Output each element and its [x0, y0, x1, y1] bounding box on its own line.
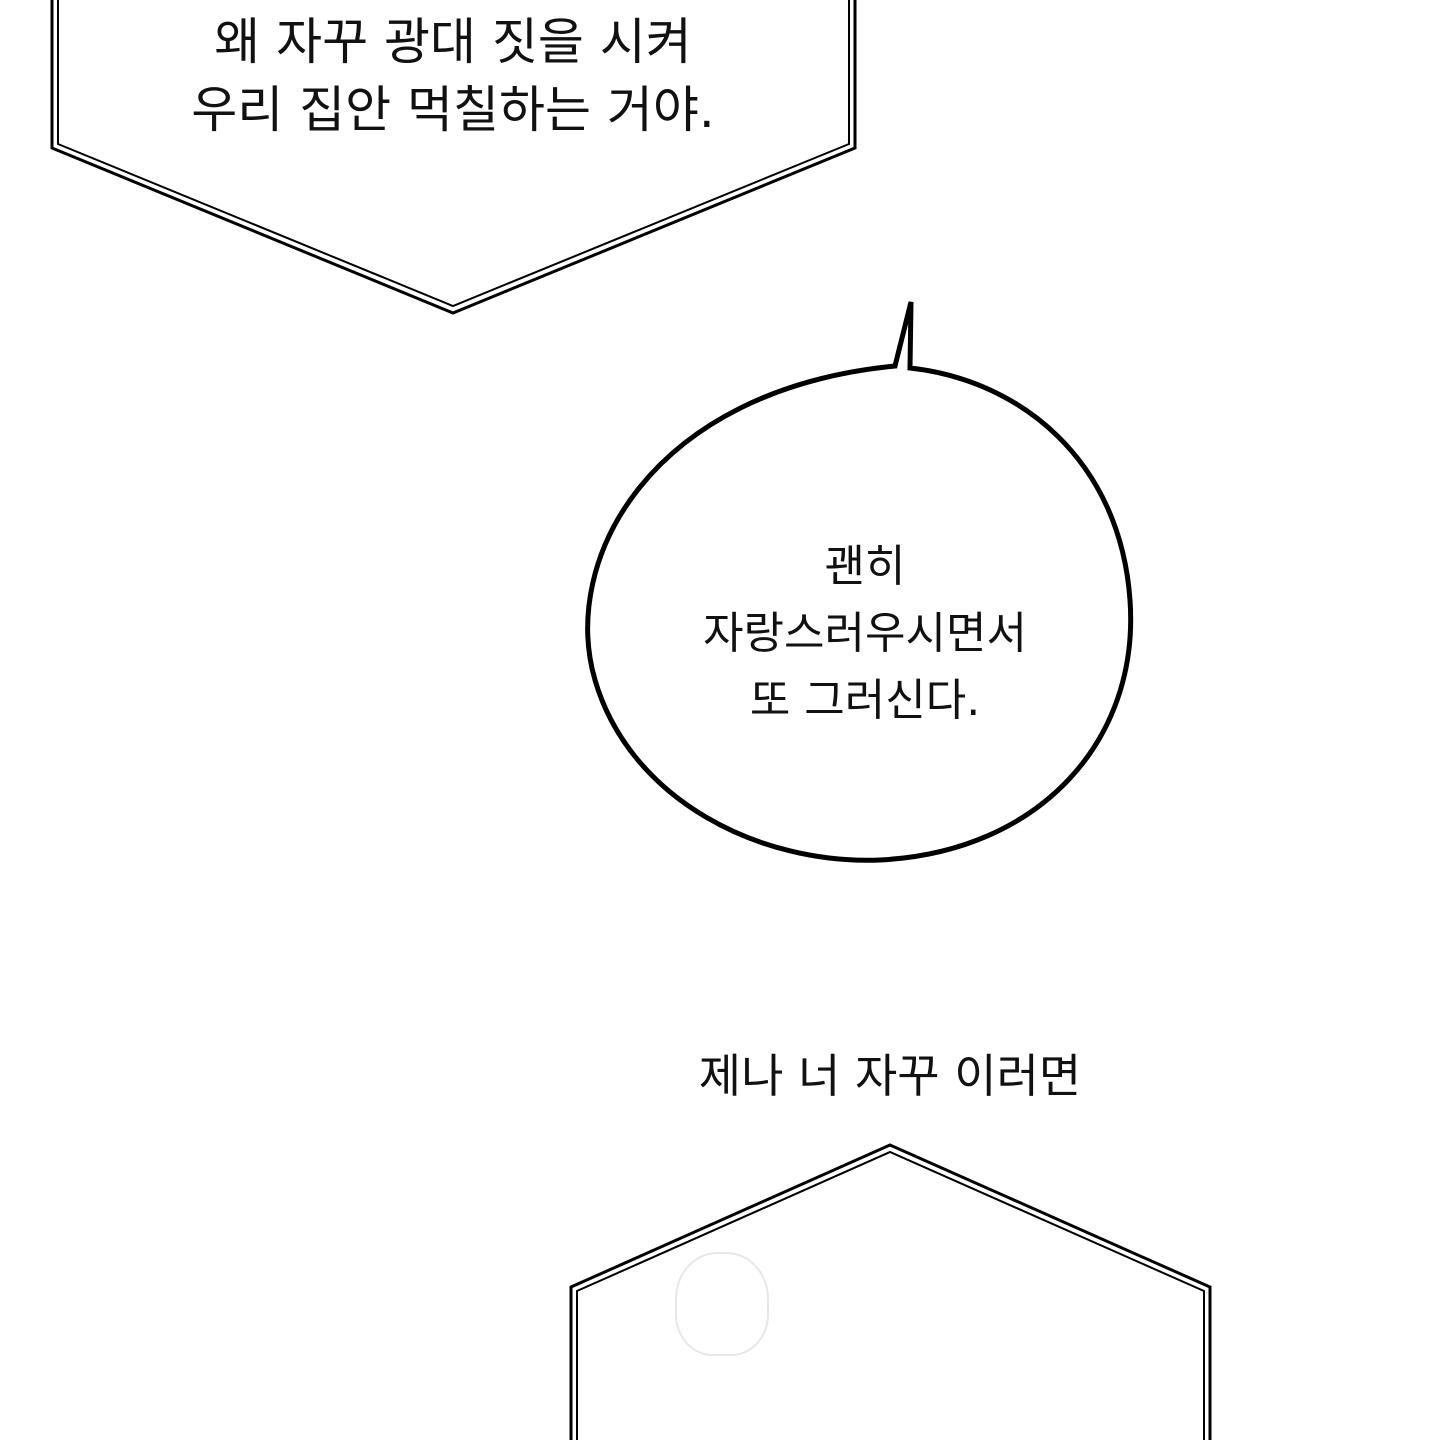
round-bubble-line-1: 괜히	[824, 541, 906, 592]
round-bubble-line-2: 자랑스러우시면서	[703, 608, 1027, 659]
top-bubble-line-2: 우리 집안 먹칠하는 거야.	[191, 81, 715, 139]
watermark-mascot-icon	[675, 1252, 769, 1356]
round-bubble	[585, 301, 1134, 863]
bottom-bubble	[569, 1143, 1212, 1440]
watermark	[652, 1252, 792, 1432]
bottom-bubble-line-1: 제나 너 자꾸 이러면	[698, 1049, 1082, 1103]
round-bubble-line-3: 또 그러신다.	[749, 675, 981, 726]
top-bubble-line-1: 왜 자꾸 광대 짓을 시켜	[214, 13, 692, 71]
top-bubble	[50, 0, 857, 315]
